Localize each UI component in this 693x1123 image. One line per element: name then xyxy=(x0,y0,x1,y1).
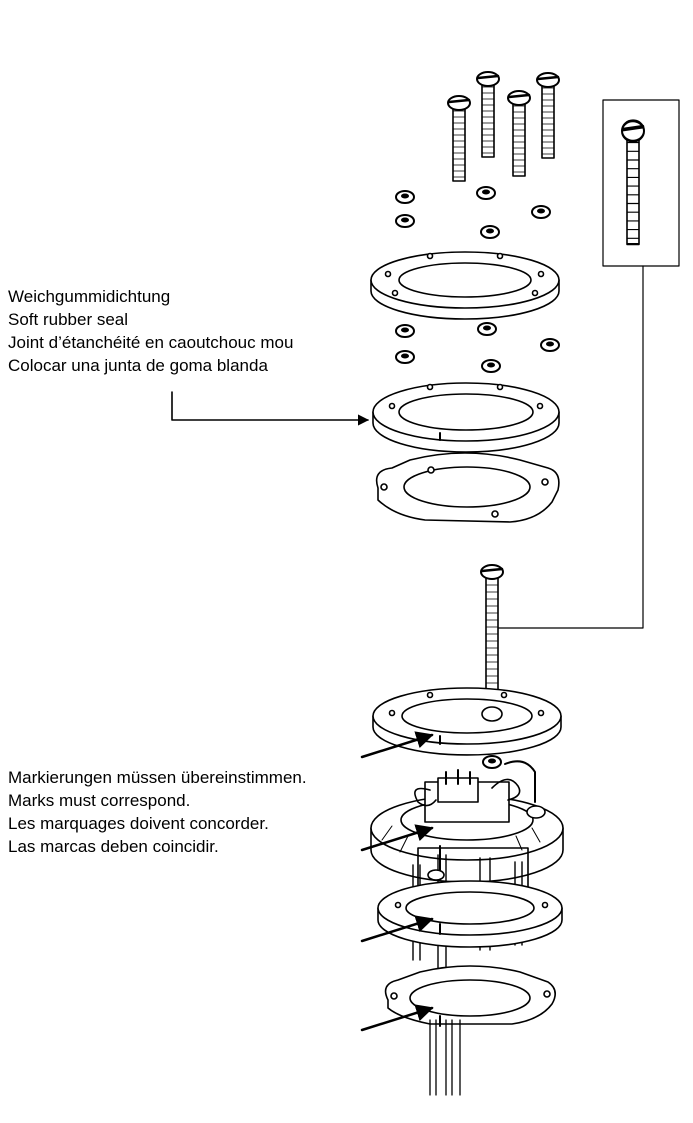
screw-2 xyxy=(475,70,501,159)
seal-caption-de: Weichgummidichtung xyxy=(8,287,171,306)
washer-group-middle xyxy=(395,322,560,373)
mounting-plate xyxy=(375,452,560,523)
mark-arrows xyxy=(360,731,434,1032)
heater-head-assembly xyxy=(370,760,564,1013)
mark-arrow-3 xyxy=(360,915,434,943)
mark-arrow-4 xyxy=(360,1004,434,1032)
rubber-seal-ring xyxy=(372,382,560,453)
marks-caption: Markierungen müssen übereinstimmen. Mark… xyxy=(8,766,307,858)
marks-caption-de: Markierungen müssen übereinstimmen. xyxy=(8,768,307,787)
washer-group-upper xyxy=(395,186,551,239)
seal-caption-en: Soft rubber seal xyxy=(8,310,129,329)
inset-screw xyxy=(620,119,646,246)
seal-caption-fr: Joint d’étanchéité en caoutchouc mou xyxy=(8,333,294,352)
screw-top-group xyxy=(446,70,561,183)
seal-leader-arrow xyxy=(171,391,370,426)
flange-ring-lower xyxy=(372,687,562,769)
mounting-plate-bottom xyxy=(384,965,556,1027)
marks-caption-es: Las marcas deben coincidir. xyxy=(8,837,219,856)
marks-caption-en: Marks must correspond. xyxy=(8,791,191,810)
marks-caption-fr: Les marquages doivent concorder. xyxy=(8,814,269,833)
screw-1 xyxy=(446,94,472,183)
seal-caption-es: Colocar una junta de goma blanda xyxy=(8,356,268,375)
mark-arrow-2 xyxy=(360,824,434,852)
screw-3 xyxy=(506,89,532,178)
screw-4 xyxy=(535,71,561,160)
inset-screw-box xyxy=(491,99,680,629)
seal-caption: Weichgummidichtung Soft rubber seal Join… xyxy=(8,285,293,377)
flange-ring-1 xyxy=(370,251,560,320)
mark-arrow-1 xyxy=(360,731,434,759)
element-tube-ends xyxy=(429,1019,461,1096)
flange-ring-bottom xyxy=(377,880,563,948)
long-screw xyxy=(480,564,504,705)
